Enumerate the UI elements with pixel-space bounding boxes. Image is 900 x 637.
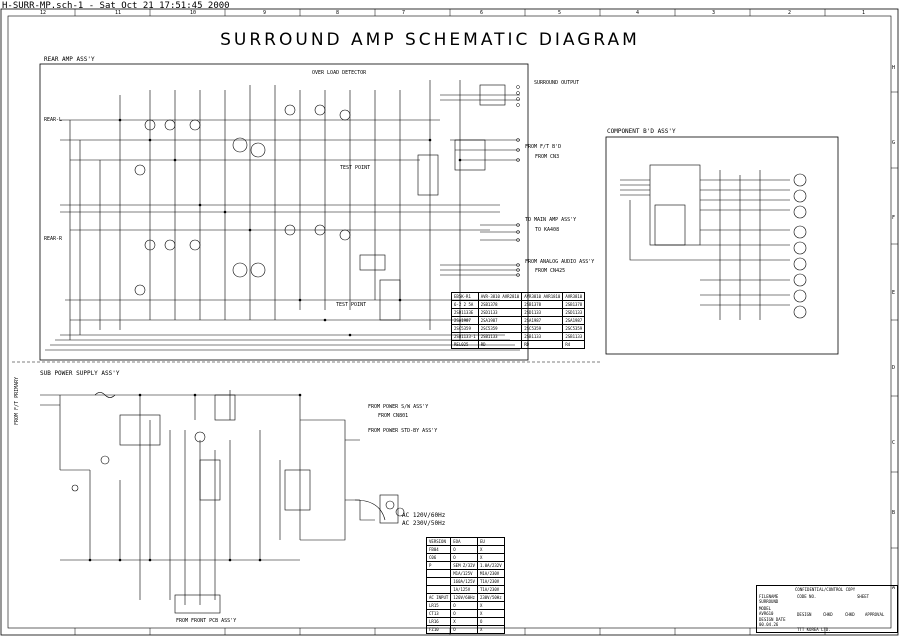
col-label: 2 [788, 10, 792, 16]
col-label: 12 [40, 10, 47, 16]
chkd-label: CHKD [845, 612, 855, 617]
row-label: A [892, 585, 896, 591]
component-wiring [620, 164, 807, 320]
section-overload: OVER LOAD DETECTOR [312, 70, 367, 76]
ac-label-1: AC 120V/60Hz [402, 512, 446, 519]
to-main-amp-label: TO MAIN AMP ASS'Y [525, 217, 577, 223]
rear-r-label: REAR-R [44, 236, 63, 242]
rear-l-label: REAR-L [44, 117, 63, 123]
approval-label: APPROVAL [865, 612, 885, 617]
test-point-label: TEST POINT [340, 165, 371, 171]
connector-pins [516, 85, 520, 277]
col-label: 6 [480, 10, 484, 16]
filename-value: SURROUND [759, 599, 779, 604]
col-label: 4 [636, 10, 640, 16]
rear-amp-wiring [45, 80, 520, 351]
confidential-label: CONFIDENTIAL/CONTROL COPY [795, 587, 856, 592]
model-label: MODEL [759, 606, 772, 611]
outer-frame [0, 8, 899, 636]
rear-amp-dots [118, 118, 462, 337]
design-date-value: 00.04.26 [759, 622, 779, 627]
section-rear-amp: REAR AMP ASS'Y [44, 56, 95, 63]
row-label: G [892, 140, 896, 146]
grid-ticks [74, 9, 898, 635]
filename-label: FILENAME [759, 594, 779, 599]
from-fp-bd-label: FROM F/T B'D [525, 144, 562, 150]
from-cn2-label: FROM CN3 [535, 154, 560, 160]
col-label: 10 [190, 10, 197, 16]
from-power-sw-label: FROM POWER S/W ASS'Y [368, 404, 429, 410]
title-block: CONFIDENTIAL/CONTROL COPY FILENAME SURRO… [756, 585, 898, 633]
code-label: CODE NO. [797, 594, 817, 599]
power-dots [88, 393, 302, 562]
row-label: F [892, 215, 896, 221]
from-analog-sub-label: FROM CN425 [535, 268, 566, 274]
model-value: AVR610 [759, 611, 774, 616]
row-label: C [892, 440, 896, 446]
section-sub-power: SUB POWER SUPPLY ASS'Y [40, 370, 120, 377]
file-header: H-SURR-MP.sch-1 - Sat Oct 21 17:51:45 20… [2, 1, 230, 11]
from-front-pcb-label: FROM FRONT PCB ASS'Y [176, 618, 237, 624]
test-point-label: TEST POINT [336, 302, 367, 308]
component-box [605, 136, 839, 355]
design-label: DESIGN [797, 612, 812, 617]
col-label: 5 [558, 10, 562, 16]
col-label: 9 [263, 10, 267, 16]
rear-amp-box [39, 63, 529, 361]
from-ft-primary-label: FROM F/T PRIMARY [14, 376, 20, 425]
col-label: 3 [712, 10, 716, 16]
section-component: COMPONENT B'D ASS'Y [607, 128, 676, 135]
diagram-title: SURROUND AMP SCHEMATIC DIAGRAM [220, 30, 640, 50]
sheet-label: SHEET [857, 594, 870, 599]
from-analog-label: FROM ANALOG AUDIO ASS'Y [525, 259, 595, 265]
row-label: H [892, 65, 896, 71]
chkd-label: CHKD [823, 612, 833, 617]
from-power-sub-label: FROM CN801 [378, 413, 409, 419]
from-power-stb-label: FROM POWER STD-BY ASS'Y [368, 428, 438, 434]
col-label: 8 [336, 10, 340, 16]
surround-output-label: SURROUND OUTPUT [534, 80, 580, 86]
ac-label-2: AC 230V/50Hz [402, 520, 446, 527]
power-wiring [40, 390, 405, 614]
col-label: 1 [862, 10, 866, 16]
row-label: B [892, 510, 896, 516]
col-label: 11 [115, 10, 122, 16]
col-label: 7 [402, 10, 406, 16]
row-label: E [892, 290, 896, 296]
company-label: TTT KOREA LTD. [797, 627, 831, 632]
to-main-sub-label: TO KA408 [535, 227, 560, 233]
row-label: D [892, 365, 896, 371]
design-date-label: DESIGN DATE [759, 617, 786, 622]
